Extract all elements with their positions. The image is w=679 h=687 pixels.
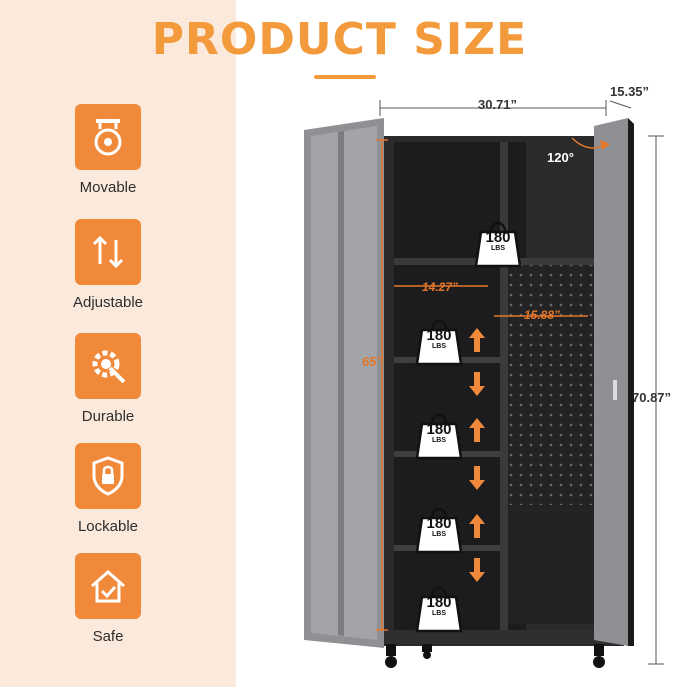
feature-safe: Safe <box>60 553 156 645</box>
gear-wrench-icon <box>75 333 141 399</box>
shelf-width-dimension: 14.27” <box>422 280 459 294</box>
feature-label: Adjustable <box>72 294 144 311</box>
feature-label: Lockable <box>77 518 139 535</box>
up-down-arrows-icon <box>75 219 141 285</box>
feature-lockable: Lockable <box>60 443 156 535</box>
peg-width-dimension: 15.88” <box>524 308 561 322</box>
right-door <box>594 118 628 646</box>
depth-dimension: 15.35” <box>610 84 650 99</box>
cabinet-illustration <box>304 100 664 668</box>
lock-shield-icon <box>75 443 141 509</box>
feature-label: Durable <box>81 408 135 425</box>
door-lock-handle <box>613 380 617 400</box>
caster-wheel-icon <box>75 104 141 170</box>
house-check-icon <box>75 553 141 619</box>
total-height-dimension: 70.87” <box>632 390 672 405</box>
feature-movable: Movable <box>60 104 156 196</box>
feature-adjustable: Adjustable <box>60 219 156 311</box>
feature-durable: Durable <box>60 333 156 425</box>
width-dimension: 30.71” <box>478 97 518 112</box>
feature-label: Safe <box>92 628 124 645</box>
title-underline <box>314 75 376 79</box>
door-angle-label: 120° <box>547 150 574 165</box>
door-height-dimension: 65” <box>362 354 383 369</box>
page-title: PRODUCT SIZE <box>151 14 528 65</box>
feature-label: Movable <box>79 179 137 196</box>
